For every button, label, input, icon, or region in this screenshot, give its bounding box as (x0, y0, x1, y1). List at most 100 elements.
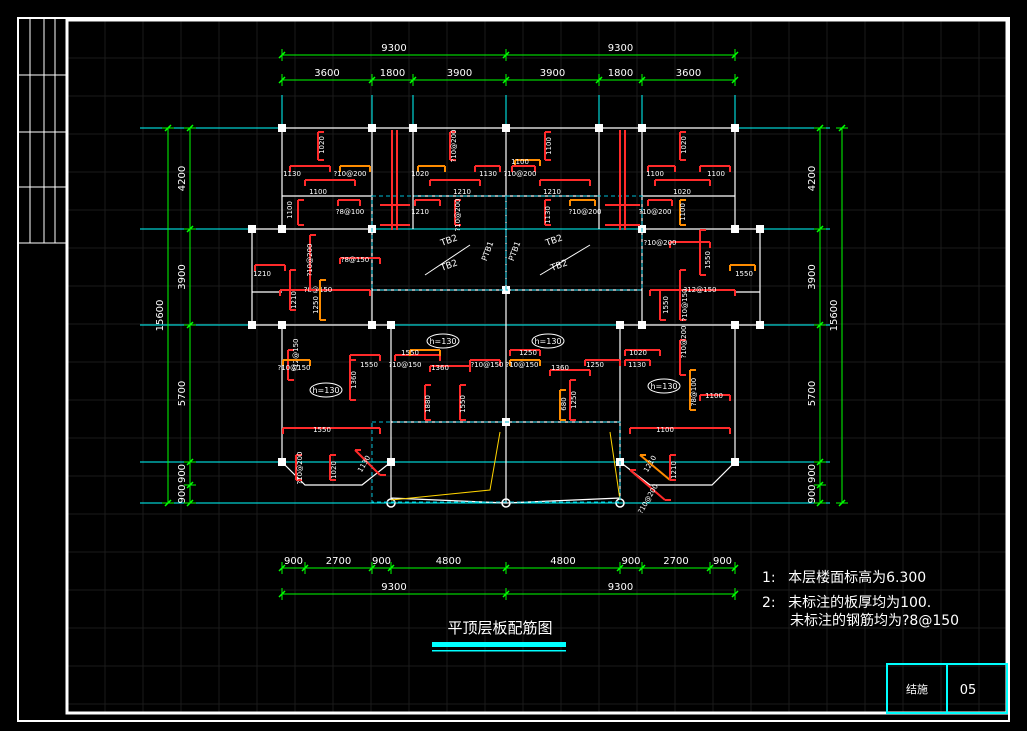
dim-top-seg-tick-slash (595, 76, 603, 84)
dim-bottom-seg-label: 900 (621, 556, 640, 567)
dim-bottom-seg-tick-slash (731, 564, 739, 572)
rebar-label: ?10@200 (637, 483, 660, 516)
rebar-label: 1550 (360, 361, 378, 369)
dim-bottom-seg-tick-slash (368, 564, 376, 572)
dim-right-total-label: 15600 (829, 300, 840, 332)
rebar-label: ?10@200 (296, 452, 304, 485)
dim-left-seg-label: 4200 (177, 166, 188, 191)
dim-right-seg-tick-slash (816, 321, 824, 329)
column (278, 321, 286, 329)
dim-top-seg-label: 3600 (314, 68, 339, 79)
stair-diagonal (424, 244, 471, 276)
dim-top-seg-tick-slash (278, 76, 286, 84)
dim-bottom-seg-tick-slash (616, 564, 624, 572)
dim-bottom-seg-label: 900 (713, 556, 732, 567)
dim-left-seg-tick-slash (186, 481, 194, 489)
stair-label: TB2 (548, 258, 569, 274)
slab-thickness-label: h=130 (312, 386, 339, 395)
rebar-label: 1210 (253, 270, 271, 278)
note-1-number: 1: (762, 570, 776, 586)
column (387, 321, 395, 329)
stair-diagonal (539, 244, 591, 276)
dim-top-seg-label: 3900 (447, 68, 472, 79)
note-3: 未标注的钢筋均为?8@150 (790, 610, 959, 630)
rebar-bar (629, 469, 666, 501)
rebar-label: 1130 (283, 170, 301, 178)
rebar-label: 1100 (646, 170, 664, 178)
dim-bottom-seg-label: 4800 (436, 556, 461, 567)
rebar-label: ?8@150 (341, 256, 370, 264)
balcony-zone (371, 421, 621, 503)
slab-ellipse (647, 378, 681, 394)
dim-bottom-seg-tick-slash (502, 564, 510, 572)
column (731, 124, 739, 132)
rebar-label: 1210 (543, 188, 561, 196)
rebar-label: ?8@100 (336, 208, 365, 216)
dim-left-seg-tick-slash (186, 225, 194, 233)
rebar-label: 1360 (551, 364, 569, 372)
dim-left-seg-label: 900 (177, 464, 188, 483)
rebar-label: ?10@200 (334, 170, 367, 178)
rebar-label: 1210 (290, 291, 298, 309)
dim-left-total-tick-slash (164, 124, 172, 132)
rebar-label: 1250 (312, 296, 320, 314)
dim-right-seg-label: 5700 (807, 381, 818, 406)
dim-bottom-seg-tick-slash (387, 564, 395, 572)
dim-right-total-tick-slash (838, 124, 846, 132)
column (595, 124, 603, 132)
stair-zone (371, 195, 507, 291)
dim-bottom-total-label: 9300 (381, 582, 406, 593)
note-2-number: 2: (762, 595, 776, 611)
slab-thickness-label: h=130 (650, 382, 677, 391)
dim-top-seg-label: 3900 (540, 68, 565, 79)
column (248, 225, 256, 233)
dim-top-seg-tick-slash (638, 76, 646, 84)
dim-top-seg-label: 1800 (608, 68, 633, 79)
rebar-label: ?10@150 (471, 361, 504, 369)
column (616, 321, 624, 329)
slab-thickness-label: h=130 (534, 337, 561, 346)
rebar-label: 1020 (680, 136, 688, 154)
dim-right-seg-tick-slash (816, 225, 824, 233)
dim-left-seg-tick-slash (186, 499, 194, 507)
column (731, 225, 739, 233)
inner-frame (65, 18, 1009, 715)
outer-frame (17, 17, 1010, 722)
dim-bottom-seg-tick-slash (278, 564, 286, 572)
rebar-label: 1550 (313, 426, 331, 434)
rebar-label: ?10@150 (681, 289, 689, 322)
title-block-label: 结施 (906, 683, 928, 696)
rebar-label: ?10@200 (306, 244, 314, 277)
rebar-label: 1020 (673, 188, 691, 196)
column-circle (386, 498, 396, 508)
dim-left-seg-tick-slash (186, 458, 194, 466)
note-2: 2: 未标注的板厚均为100. (762, 592, 931, 612)
dim-top-seg-tick-slash (502, 76, 510, 84)
rebar-label: 1250 (586, 361, 604, 369)
rebar-label: 1100 (286, 201, 294, 219)
rebar-label: 1550 (735, 270, 753, 278)
rebar-label: ?10@200 (504, 170, 537, 178)
rebar-label: ?8@100 (690, 378, 698, 407)
rebar-label: 1100 (545, 137, 553, 155)
walls (248, 124, 764, 508)
column (756, 321, 764, 329)
dim-bottom-total-tick-slash (278, 590, 286, 598)
rebar-label: 1100 (707, 170, 725, 178)
rebar-label: 1020 (411, 170, 429, 178)
slab-ellipse (426, 333, 460, 349)
wall-outline (251, 127, 761, 504)
rebar-label: ?10@150 (278, 364, 311, 372)
dim-right-seg-tick-slash (816, 481, 824, 489)
dim-left-total-tick-slash (164, 499, 172, 507)
dim-left-seg-label: 3900 (177, 264, 188, 289)
dim-top-seg-tick-slash (731, 76, 739, 84)
column (409, 124, 417, 132)
column (278, 225, 286, 233)
column (638, 321, 646, 329)
rebar-marks: 1020 1130 ?10@200 1100 ?8@100 1100 ?10@200 1020… (253, 130, 756, 516)
column (368, 124, 376, 132)
stair-label: PTB1 (507, 240, 522, 262)
